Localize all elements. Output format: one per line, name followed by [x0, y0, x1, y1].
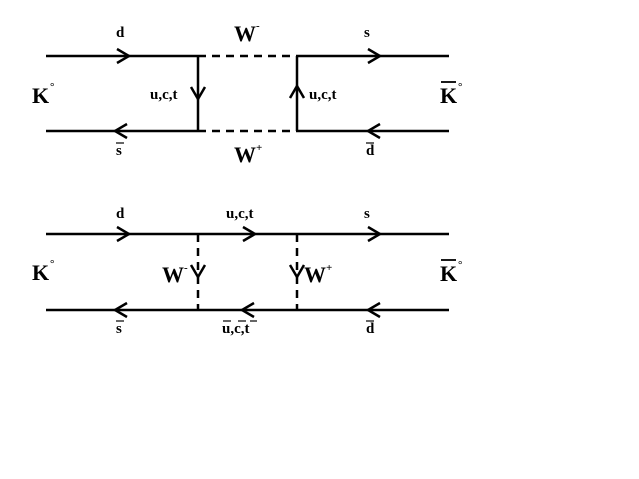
d2-label-d: d — [116, 206, 125, 222]
d2-arrow-uct — [242, 225, 258, 243]
d1-label-s: s — [364, 25, 370, 41]
d1-internal-left-label: u,c,t — [150, 87, 178, 103]
d2-w-plus: W — [304, 262, 326, 287]
d2-right-meson: K — [440, 261, 457, 286]
d2-label-uctbar: u,c,t — [222, 321, 250, 337]
d1-label-d: d — [116, 25, 125, 41]
d2-label-sbar: s — [116, 321, 122, 337]
d2-arrow-uctbar — [239, 301, 255, 319]
d1-w-minus: W — [234, 21, 256, 46]
d2-left-meson-sup: ° — [50, 258, 54, 270]
d1-arrow-dbar — [365, 122, 381, 140]
d1-w-plus: W — [234, 142, 256, 167]
d1-label-sbar: s — [116, 143, 122, 159]
d2-label-s: s — [364, 206, 370, 222]
d2-w-minus-sup: - — [184, 262, 188, 274]
d1-left-meson-sup: ° — [50, 81, 54, 93]
d2-arrow-w-plus — [288, 264, 306, 280]
d2-right-meson-sup: ° — [458, 259, 462, 271]
d1-arrow-down-internal — [189, 86, 207, 102]
d2-w-plus-sup: + — [326, 262, 332, 274]
d1-internal-right-label: u,c,t — [309, 87, 337, 103]
d1-left-meson: K — [32, 83, 49, 108]
d1-w-plus-sup: + — [256, 142, 262, 154]
d2-arrow-w-minus — [189, 264, 207, 280]
d2-w-minus: W — [162, 262, 184, 287]
d2-label-dbar: d — [366, 321, 375, 337]
d1-w-minus-sup: - — [256, 20, 260, 32]
d2-label-uct: u,c,t — [226, 206, 254, 222]
d1-arrow-d — [116, 47, 132, 65]
d2-arrow-s — [367, 225, 383, 243]
d1-right-meson-sup: ° — [458, 81, 462, 93]
d2-left-meson: K — [32, 260, 49, 285]
d1-right-meson: K — [440, 83, 457, 108]
d2-arrow-sbar — [112, 301, 128, 319]
d2-arrow-d — [116, 225, 132, 243]
d1-arrow-s — [367, 47, 383, 65]
d1-arrow-up-internal — [288, 83, 306, 99]
d1-arrow-sbar — [112, 122, 128, 140]
d1-label-dbar: d — [366, 143, 375, 159]
d2-arrow-dbar — [365, 301, 381, 319]
